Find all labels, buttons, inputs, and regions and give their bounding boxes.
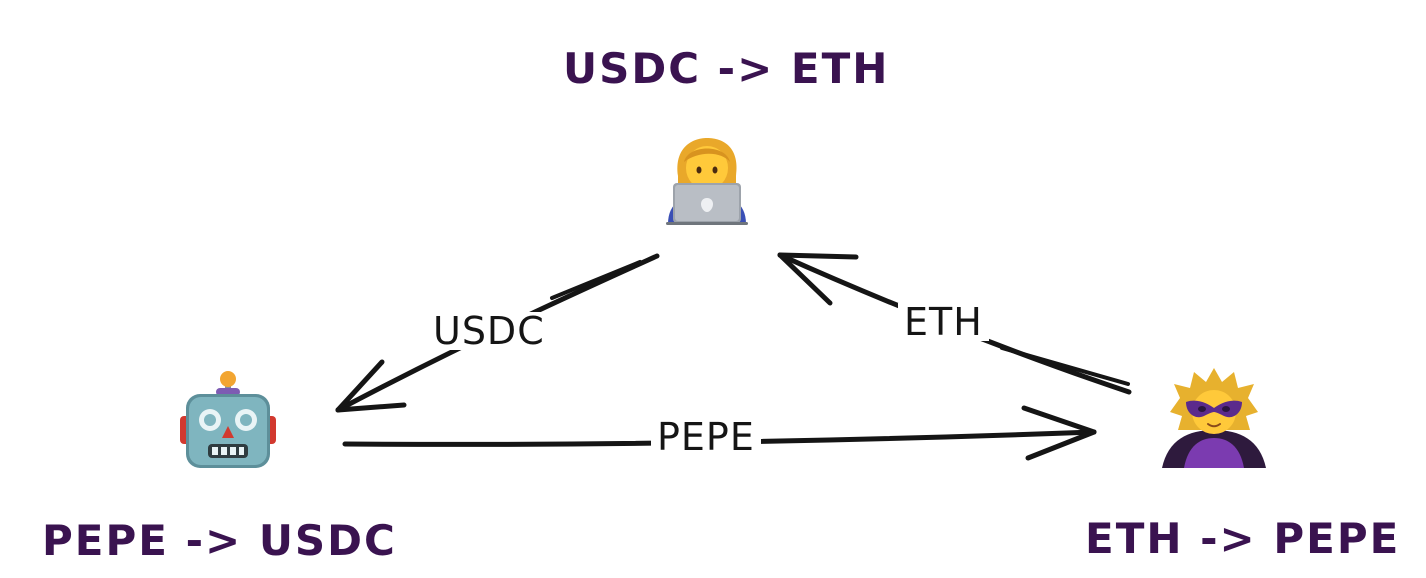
edge-label-eth: ETH xyxy=(898,303,989,341)
left-swap-label: PEPE -> USDC xyxy=(42,516,397,565)
edge-label-usdc: USDC xyxy=(427,312,551,350)
right-swap-label: ETH -> PEPE xyxy=(1085,514,1401,563)
robot-icon xyxy=(180,371,276,468)
top-swap-label: USDC -> ETH xyxy=(563,44,890,93)
woman-technologist-icon xyxy=(666,138,748,225)
edge-label-pepe: PEPE xyxy=(651,418,761,456)
woman-supervillain-icon xyxy=(1162,368,1266,468)
